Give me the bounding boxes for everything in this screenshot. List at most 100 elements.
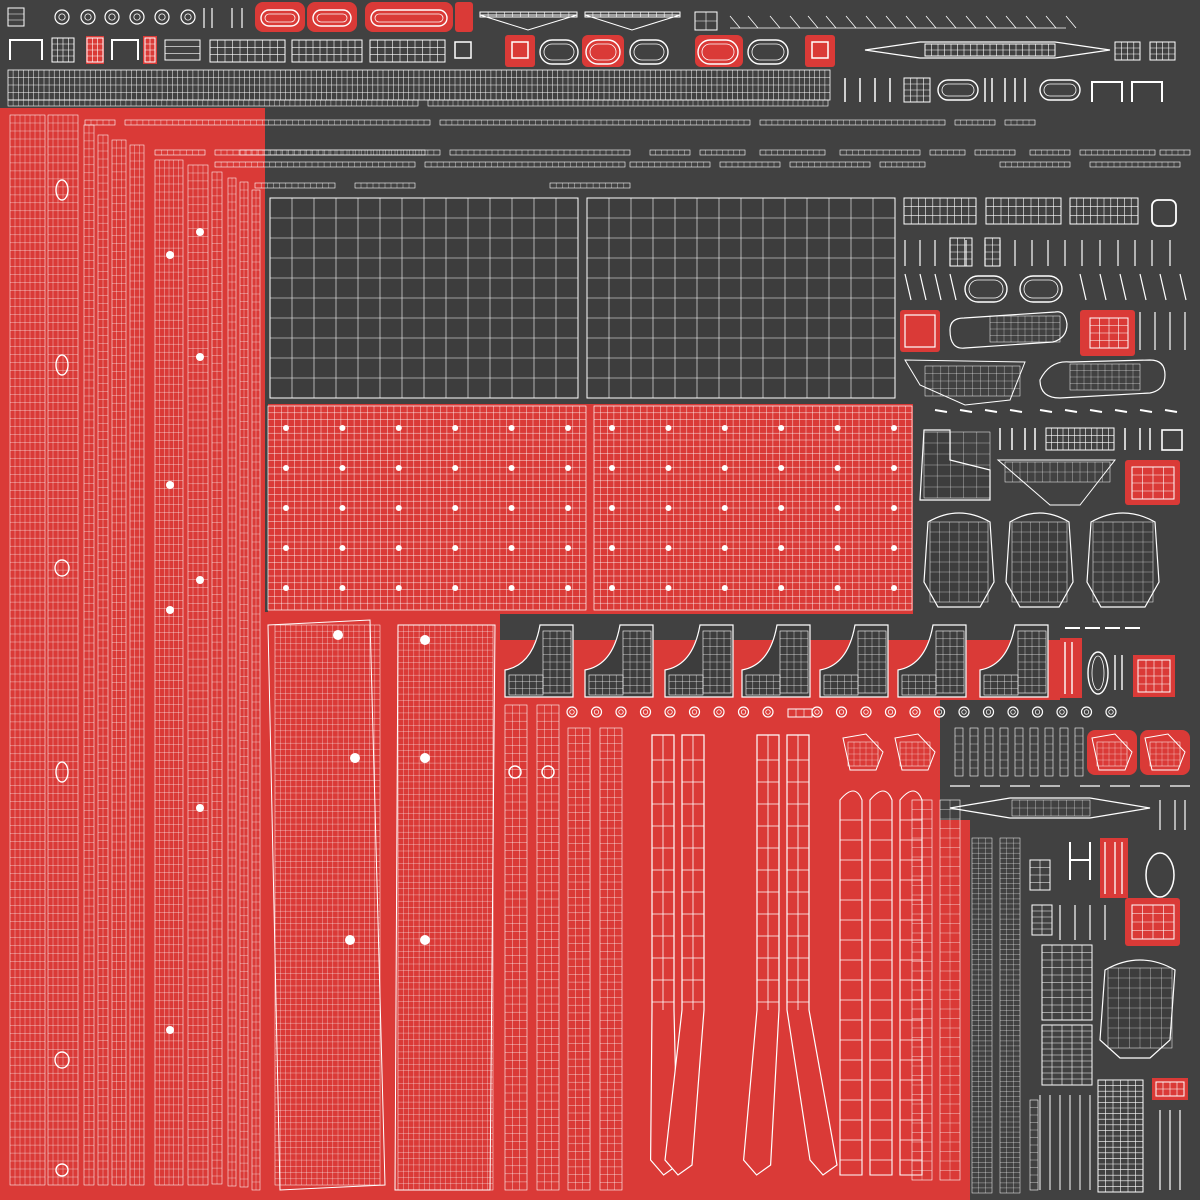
uv-ring [184, 13, 192, 21]
uv-h-island [1069, 842, 1091, 880]
uv-left-strip-island [97, 134, 109, 1186]
uv-rivet-dot [565, 465, 571, 471]
uv-red-fill-small [695, 35, 743, 67]
uv-oval-island [264, 13, 296, 23]
uv-oval-island [1145, 852, 1175, 898]
uv-link-island [1039, 359, 1166, 399]
uv-ring [1034, 709, 1041, 715]
uv-oval-island [1043, 83, 1077, 97]
uv-hole-ring [541, 765, 555, 779]
uv-rivet-dot [721, 465, 728, 471]
uv-rivet-dot [345, 935, 355, 945]
uv-panel-grid-island [209, 39, 286, 63]
uv-shield-island [1144, 733, 1186, 771]
uv-boot-grid [901, 674, 937, 696]
uv-rivet-dot [665, 545, 672, 551]
uv-red-fill-small [1060, 638, 1082, 698]
uv-ring [814, 709, 820, 715]
uv-panel-grid-island [903, 197, 977, 225]
uv-lower-strip-island [939, 799, 961, 1181]
uv-rivet-dot [420, 753, 430, 763]
uv-boot-grid [745, 674, 781, 696]
uv-strip-line [807, 15, 819, 29]
uv-shield-grid [1096, 741, 1128, 767]
uv-rivet-dot [166, 251, 174, 259]
uv-hole-ring [54, 559, 70, 577]
uv-ring [84, 13, 92, 21]
uv-ring [639, 706, 652, 718]
uv-ring [985, 709, 992, 715]
uv-square-island [904, 314, 936, 348]
uv-strip-line [925, 15, 937, 29]
uv-thin-strip-island [974, 149, 1016, 156]
uv-thin-strip-island [424, 161, 626, 168]
uv-ring [936, 709, 943, 715]
uv-ring [863, 709, 869, 715]
uv-boot-grid [923, 431, 991, 499]
uv-long-strip-island [7, 69, 831, 101]
uv-leg-strip-island [649, 734, 679, 1176]
uv-thin-strip-island [759, 119, 946, 126]
uv-rivet-dot [166, 1026, 174, 1034]
uv-rivet-dot [778, 545, 785, 551]
uv-boot-grid [622, 630, 652, 694]
uv-oval-island [543, 43, 575, 61]
uv-rivet-dot [891, 425, 897, 431]
uv-left-strip-island [154, 159, 184, 1186]
uv-rivet-dot [721, 425, 728, 431]
uv-rivet-dot [565, 425, 571, 431]
uv-ring [1105, 706, 1117, 718]
uv-rivet-dot [452, 545, 459, 551]
uv-ring [835, 706, 848, 718]
uv-thin-strip-island [1029, 727, 1039, 777]
uv-ring [618, 709, 624, 715]
uv-thin-strip-island [954, 119, 996, 126]
uv-hole-ring [55, 761, 69, 783]
uv-strip-line [965, 15, 977, 29]
uv-rivet-dot [166, 606, 174, 614]
uv-ring [54, 9, 70, 25]
uv-square-island [454, 41, 472, 59]
uv-oval-island [747, 39, 789, 65]
uv-oval-island [697, 39, 739, 65]
uv-strip-line [747, 15, 759, 29]
uv-riveted-panel-island [593, 405, 913, 611]
uv-ring [982, 706, 995, 718]
uv-rivet-dot [665, 465, 672, 471]
uv-shield-grid [847, 741, 879, 767]
uv-strip-line [1079, 273, 1087, 301]
uv-red-fill-small [1087, 730, 1137, 775]
uv-strip-line [1164, 409, 1178, 413]
uv-panel-grid-island [1041, 1024, 1093, 1086]
uv-strip-line [1045, 15, 1057, 29]
uv-ring [762, 706, 774, 718]
uv-thin-strip-island [999, 727, 1009, 777]
uv-left-strip-island [83, 124, 95, 1186]
uv-oval-island [312, 9, 352, 27]
uv-small-grid-island [1089, 317, 1129, 349]
uv-small-grid-island [1149, 41, 1176, 61]
uv-thin-strip-island [929, 149, 966, 156]
uv-rivet-dot [452, 425, 459, 431]
uv-thin-strip-island [1044, 727, 1054, 777]
uv-thin-strip-island [1004, 119, 1036, 126]
uv-tube-strip-island [899, 790, 923, 1176]
uv-leg-strip-island [742, 734, 780, 1176]
uv-rivet-dot [395, 425, 402, 431]
uv-boot-grid [542, 630, 572, 694]
uv-bottle-grid [929, 521, 989, 603]
uv-rivet-dot [891, 505, 897, 511]
uv-hole-ring [508, 765, 522, 779]
uv-thin-strip-island [629, 161, 711, 168]
uv-rivet-dot [283, 585, 289, 591]
uv-ring [566, 706, 578, 718]
uv-panel-grid-island [1041, 944, 1093, 1021]
uv-left-strip-island [187, 164, 209, 1186]
uv-shield-island [842, 733, 884, 771]
uv-boot-island [664, 624, 734, 698]
uv-rivet-dot [508, 425, 515, 431]
uv-thin-strip-island [1029, 149, 1071, 156]
uv-rivet-dot [834, 585, 841, 591]
uv-thin-strip-island [789, 161, 871, 168]
uv-strip-line [919, 273, 927, 301]
